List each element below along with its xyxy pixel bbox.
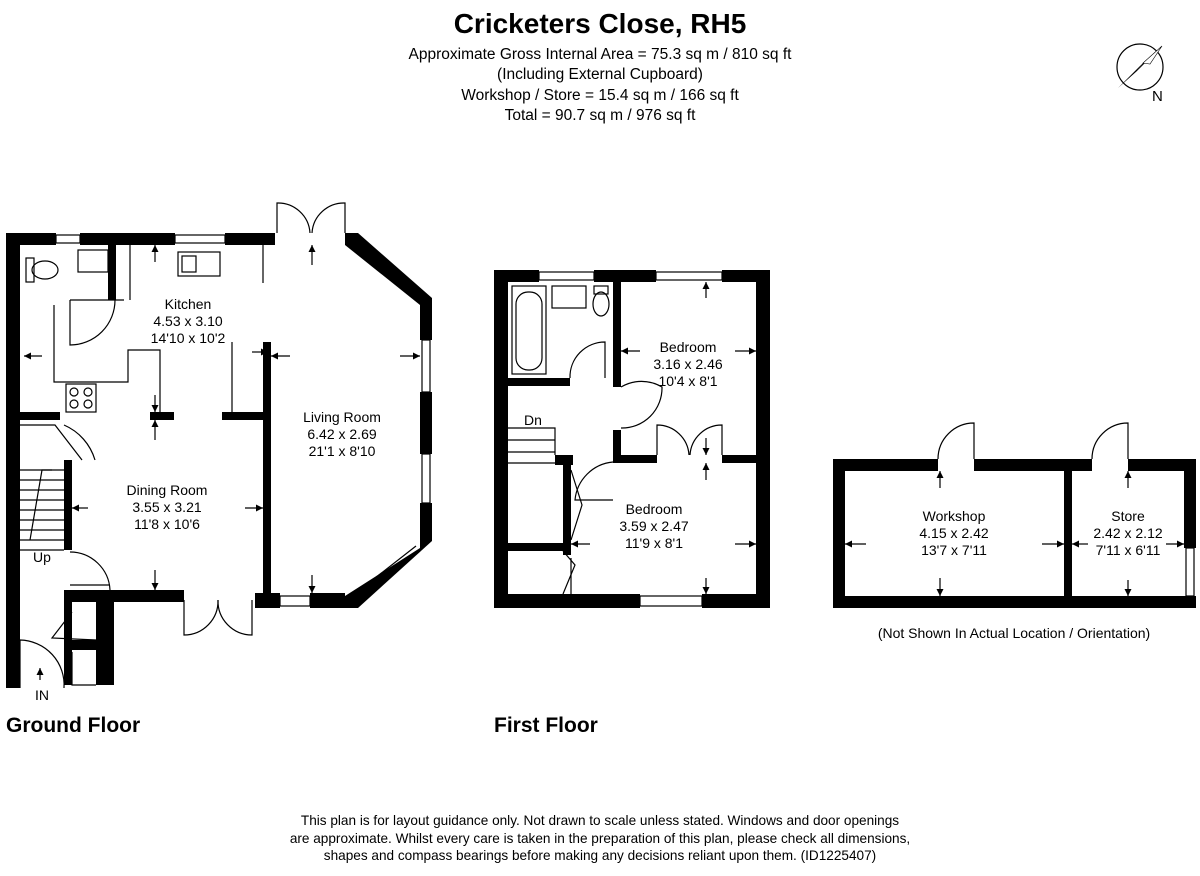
plan-title: Cricketers Close, RH5 bbox=[453, 8, 747, 39]
workshop-metric: 4.15 x 2.42 bbox=[919, 525, 988, 541]
stairs-up-label: Up bbox=[33, 549, 51, 565]
store-metric: 2.42 x 2.12 bbox=[1093, 525, 1162, 541]
bedroom-2-name: Bedroom bbox=[626, 501, 683, 517]
outbuilding-note: (Not Shown In Actual Location / Orientat… bbox=[878, 625, 1150, 641]
total-area-text: Total = 90.7 sq m / 976 sq ft bbox=[504, 107, 696, 124]
compass-icon bbox=[1116, 43, 1164, 91]
first-floor-plan bbox=[494, 270, 770, 608]
gross-area-text: Approximate Gross Internal Area = 75.3 s… bbox=[408, 46, 792, 63]
living-room-metric: 6.42 x 2.69 bbox=[307, 426, 376, 442]
outbuilding-plan bbox=[833, 459, 1196, 608]
entrance-label: IN bbox=[35, 687, 49, 703]
stairs-down-label: Dn bbox=[524, 412, 542, 428]
bedroom-1-metric: 3.16 x 2.46 bbox=[653, 356, 722, 372]
kitchen-name: Kitchen bbox=[165, 296, 212, 312]
bedroom-2-metric: 3.59 x 2.47 bbox=[619, 518, 688, 534]
bedroom-2-imperial: 11'9 x 8'1 bbox=[625, 535, 683, 551]
store-name: Store bbox=[1111, 508, 1145, 524]
outbuilding-fittings bbox=[845, 422, 1195, 597]
kitchen-imperial: 14'10 x 10'2 bbox=[151, 330, 226, 346]
living-room-name: Living Room bbox=[303, 409, 381, 425]
bedroom-1-name: Bedroom bbox=[660, 339, 717, 355]
including-note: (Including External Cupboard) bbox=[497, 66, 703, 83]
living-room-imperial: 21'1 x 8'10 bbox=[309, 443, 376, 459]
ground-floor-plan bbox=[6, 233, 432, 688]
ground-floor-label: Ground Floor bbox=[6, 714, 141, 737]
workshop-imperial: 13'7 x 7'11 bbox=[921, 542, 987, 558]
first-floor-fittings bbox=[508, 271, 756, 607]
disclaimer-line-2: are approximate. Whilst every care is ta… bbox=[289, 830, 911, 846]
disclaimer-line-1: This plan is for layout guidance only. N… bbox=[300, 813, 900, 828]
dining-room-metric: 3.55 x 3.21 bbox=[132, 499, 201, 515]
store-imperial: 7'11 x 6'11 bbox=[1096, 542, 1161, 558]
bedroom-1-imperial: 10'4 x 8'1 bbox=[658, 373, 717, 389]
first-floor-label: First Floor bbox=[494, 714, 598, 737]
workshop-name: Workshop bbox=[923, 508, 986, 524]
workshop-area-text: Workshop / Store = 15.4 sq m / 166 sq ft bbox=[461, 87, 739, 104]
dining-room-name: Dining Room bbox=[127, 482, 208, 498]
ground-floor-fittings bbox=[19, 202, 431, 689]
kitchen-metric: 4.53 x 3.10 bbox=[153, 313, 222, 329]
disclaimer-line-3: shapes and compass bearings before makin… bbox=[323, 848, 877, 863]
disclaimer: This plan is for layout guidance only. N… bbox=[0, 812, 1200, 865]
compass-north-label: N bbox=[1152, 88, 1163, 105]
dining-room-imperial: 11'8 x 10'6 bbox=[134, 516, 200, 532]
